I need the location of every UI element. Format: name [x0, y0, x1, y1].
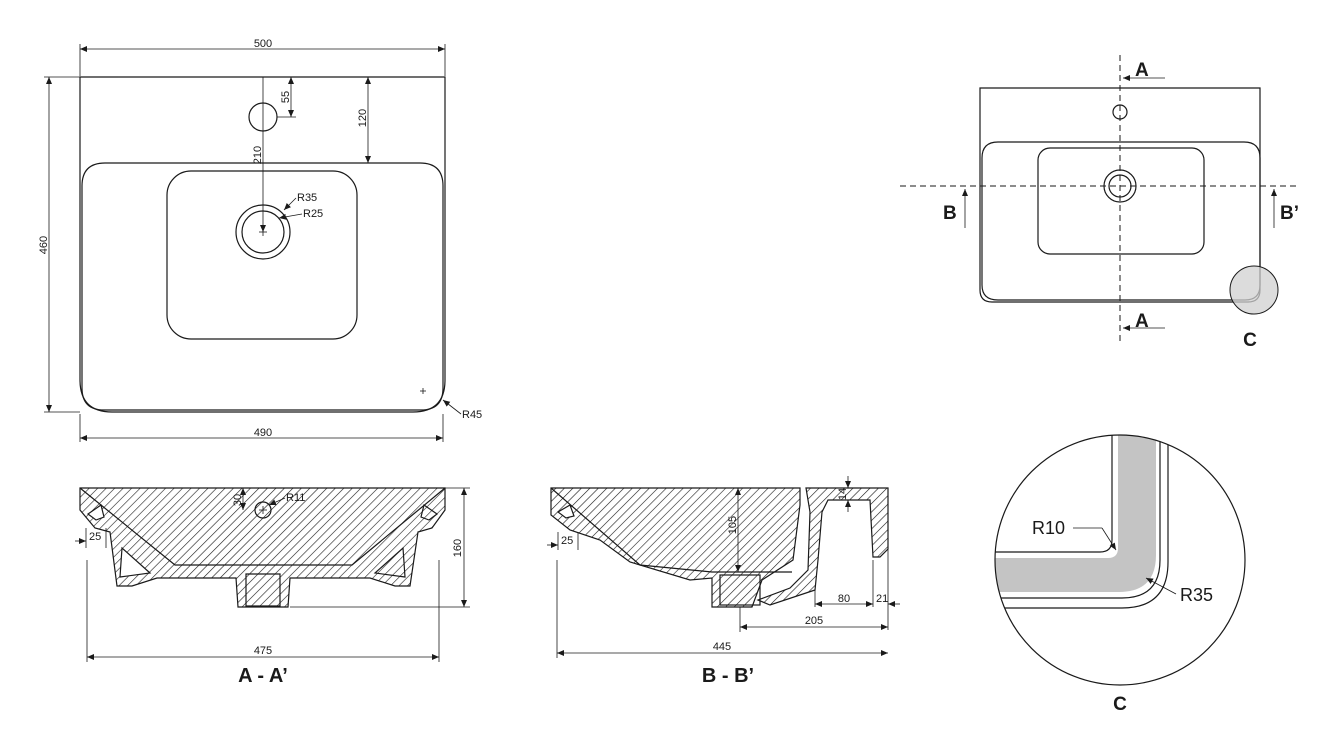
- section-a-title: A - A’: [238, 665, 288, 687]
- dim-section-length: 475: [254, 645, 272, 657]
- dim-drain-offset: 210: [252, 146, 264, 164]
- basin-outline: [79, 76, 446, 413]
- overflow-hole: [254, 501, 272, 519]
- dim-tap-offset: 55: [280, 91, 292, 103]
- leader-r10: [1101, 527, 1117, 551]
- detail-c-inner-edge: [995, 435, 1113, 553]
- dim-height: 460: [38, 236, 50, 254]
- section-a-view: 30 R11 25 160 475 A - A’: [75, 487, 470, 687]
- detail-c-label: C: [1243, 330, 1257, 351]
- label-corner-r45: R45: [462, 409, 482, 421]
- section-a-bowl-line: [79, 487, 446, 566]
- leader-r11: [268, 497, 286, 506]
- section-b-view: 105 14 25 80 21 205 445 B - B’: [547, 476, 900, 687]
- detail-c-mid-edge: [995, 435, 1161, 599]
- label-r10: R10: [1032, 518, 1065, 538]
- detail-c-circle: [994, 434, 1246, 686]
- section-b-bowl-line: [550, 487, 792, 573]
- dim-ledge-depth: 120: [357, 109, 369, 127]
- key-plan-deck: [981, 141, 1261, 301]
- leader-r35: [283, 197, 297, 211]
- dim-width-top: 500: [254, 38, 272, 50]
- detail-c-view: R10 R35 C: [994, 434, 1246, 715]
- marker-a-top: A: [1135, 60, 1149, 81]
- dim-rim: 14: [837, 488, 849, 500]
- label-overflow-r11: R11: [286, 492, 305, 504]
- dim-width-bottom: 490: [254, 427, 272, 439]
- dim-wall-b: 25: [561, 535, 573, 547]
- section-a-body: [79, 487, 446, 608]
- marker-b-left: B: [943, 203, 957, 224]
- leader-r45: [442, 399, 462, 415]
- dim-back: 205: [805, 615, 823, 627]
- detail-c-outer-edge: [995, 435, 1169, 609]
- label-drain-r35: R35: [297, 192, 317, 204]
- label-r35-detail: R35: [1180, 585, 1213, 605]
- deck-outline: [81, 162, 444, 411]
- dim-edge: 21: [876, 593, 888, 605]
- key-plan-bowl: [1037, 147, 1205, 255]
- dim-section-b-length: 445: [713, 641, 731, 653]
- section-b-title: B - B’: [702, 665, 754, 687]
- detail-c-title: C: [1113, 694, 1127, 715]
- dim-cavity: 80: [838, 593, 850, 605]
- leader-r25: [278, 213, 303, 220]
- top-view: 500 460 490 55 120 210 R35 R25 R45: [38, 38, 482, 442]
- dim-wall-a: 25: [89, 531, 101, 543]
- marker-b-right: B’: [1280, 203, 1299, 224]
- dim-bowl-depth: 105: [727, 516, 739, 534]
- detail-c-marker: [1229, 265, 1279, 315]
- dim-section-height: 160: [452, 539, 464, 557]
- key-plan: A A B B’ C: [900, 55, 1300, 351]
- dim-overflow-height: 30: [232, 494, 244, 506]
- bowl-outline: [166, 170, 358, 340]
- detail-c-gray-band: [995, 435, 1156, 592]
- label-drain-r25: R25: [303, 208, 323, 220]
- section-b-drain: [719, 574, 761, 606]
- marker-a-bottom: A: [1135, 311, 1149, 332]
- section-b-body: [550, 487, 801, 608]
- section-b-rim: [756, 487, 889, 606]
- leader-r35-detail: [1145, 577, 1177, 595]
